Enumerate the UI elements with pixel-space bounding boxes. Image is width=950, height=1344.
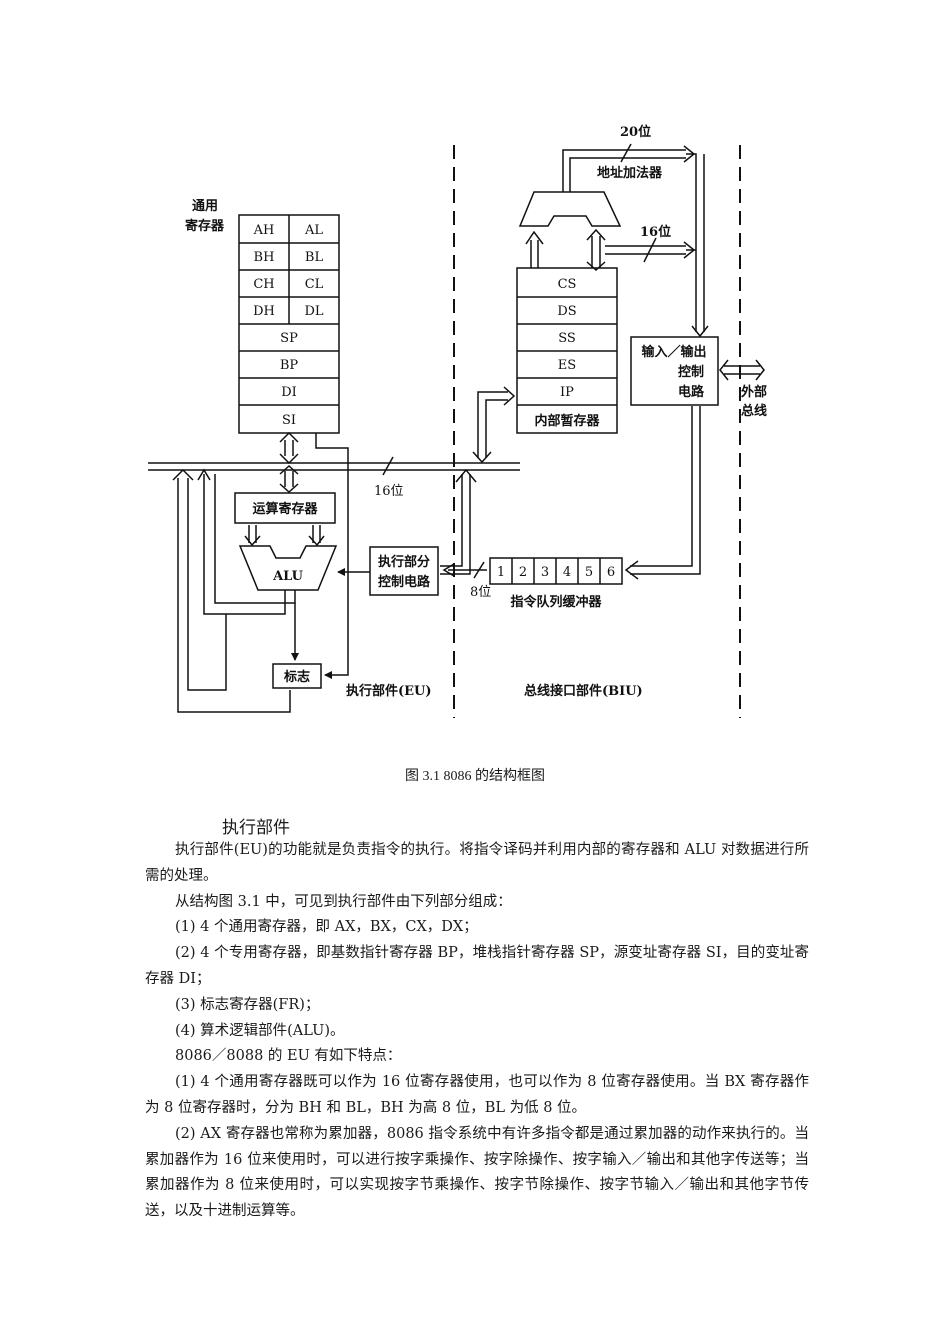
queue-label: 指令队列缓冲器 (510, 594, 602, 610)
external-bus-label-2: 总线 (741, 403, 767, 419)
paragraph: 8086／8088 的 EU 有如下特点： (175, 1048, 402, 1065)
paragraph: (1) 4 个通用寄存器既可以作为 16 位寄存器使用，也可以作为 8 位寄存器… (145, 1074, 809, 1116)
bus-ip-link (472, 386, 516, 464)
cpu-block-diagram: 16位 通用 寄存器 AH AL BH BL CH CL DH DL SP BP… (148, 124, 767, 718)
queue-cell-1: 1 (497, 565, 505, 580)
operand-alu-arrows (244, 525, 325, 547)
eu-control-label-2: 控制电路 (378, 574, 431, 590)
register-ch: CH (253, 277, 274, 292)
register-sp: SP (280, 331, 298, 346)
control-lines (315, 433, 370, 679)
biu-label: 总线接口部件(BIU) (524, 683, 643, 699)
adder-links (525, 143, 709, 338)
regfile-bus-arrow (279, 431, 299, 494)
figure-caption: 图 3.1 8086 的结构框图 (405, 769, 545, 784)
register-dh: DH (253, 304, 275, 319)
io-control-label-1: 输入／输出 (641, 344, 706, 360)
body-text: 执行部件(EU)的功能就是负责指令的执行。将指令译码并利用内部的寄存器和 ALU… (145, 838, 809, 1225)
io-queue-link (624, 406, 701, 580)
register-al: AL (304, 223, 323, 238)
io-control-box (630, 336, 719, 406)
segment-register-file (516, 267, 618, 434)
eu-control-box (369, 546, 439, 596)
flags-box (272, 663, 322, 689)
alu-feedback-paths (172, 468, 299, 713)
bus-16-label: 16位 (374, 484, 404, 499)
queue-eu-link (440, 468, 487, 579)
internal-temp-label: 内部暂存器 (534, 413, 600, 429)
register-cl: CL (305, 277, 324, 292)
address-adder-label: 地址加法器 (597, 165, 663, 181)
address-adder-shape (518, 191, 622, 227)
paragraph: 执行部件(EU)的功能就是负责指令的执行。将指令译码并利用内部的寄存器和 ALU… (145, 842, 809, 884)
operand-register-box (234, 492, 336, 524)
general-registers-label: 通用 (192, 198, 218, 214)
internal-bus (148, 456, 520, 476)
paragraph: (1) 4 个通用寄存器，即 AX，BX，CX，DX； (175, 919, 478, 936)
io-control-label-3: 电路 (678, 384, 705, 400)
queue-cell-2: 2 (519, 565, 527, 580)
bus-16-biu-label: 16位 (640, 224, 671, 240)
external-bus-label-1: 外部 (740, 384, 767, 400)
segment-ds: DS (557, 304, 576, 319)
operand-register-label: 运算寄存器 (252, 501, 318, 517)
queue-cell-5: 5 (585, 565, 593, 580)
alu-shape (238, 545, 338, 591)
external-bus-arrow (719, 359, 765, 381)
segment-ss: SS (558, 331, 576, 346)
flags-label: 标志 (283, 669, 310, 685)
register-bh: BH (254, 250, 275, 265)
register-file (238, 214, 340, 434)
bus-8-label: 8位 (470, 585, 491, 600)
eu-biu-separator (453, 145, 741, 718)
register-dl: DL (304, 304, 323, 319)
register-si: SI (282, 413, 296, 428)
general-registers-label-2: 寄存器 (185, 218, 225, 234)
register-bp: BP (280, 358, 299, 373)
io-control-label-2: 控制 (678, 364, 704, 380)
eu-label: 执行部件(EU) (346, 683, 432, 699)
queue-cell-3: 3 (541, 565, 549, 580)
alu-label: ALU (272, 569, 304, 584)
register-ip: IP (560, 385, 574, 400)
segment-es: ES (558, 358, 576, 373)
register-ah: AH (253, 223, 275, 238)
paragraph: (4) 算术逻辑部件(ALU)。 (175, 1022, 345, 1039)
queue-cell-6: 6 (607, 565, 615, 580)
register-di: DI (281, 385, 297, 400)
paragraph: (2) AX 寄存器也常称为累加器，8086 指令系统中有许多指令都是通过累加器… (145, 1125, 809, 1220)
paragraph: (3) 标志寄存器(FR)； (175, 996, 320, 1013)
instruction-queue (489, 557, 623, 585)
register-bl: BL (305, 250, 324, 265)
paragraph: (2) 4 个专用寄存器，即基数指针寄存器 BP，堆栈指针寄存器 SP，源变址寄… (145, 945, 809, 987)
segment-cs: CS (558, 277, 577, 292)
eu-control-label-1: 执行部分 (378, 554, 430, 570)
paragraph: 从结构图 3.1 中，可见到执行部件由下列部分组成： (175, 893, 512, 910)
queue-cell-4: 4 (563, 565, 571, 580)
bus-20-label: 20位 (620, 124, 651, 140)
section-heading: 执行部件 (222, 818, 290, 838)
